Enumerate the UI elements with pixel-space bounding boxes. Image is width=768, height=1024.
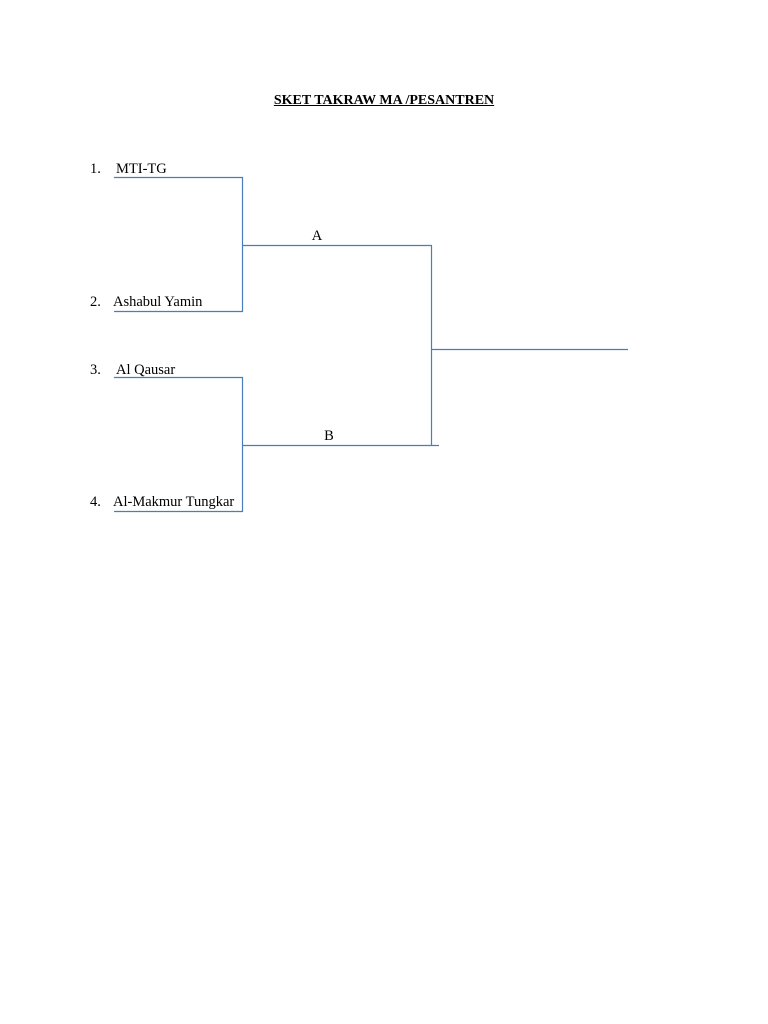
match-label-b: B [324,428,334,444]
team-name: MTI-TG [116,161,167,177]
team-number: 4. [90,494,101,510]
team-number: 1. [90,161,101,177]
bracket-team-4: 4. Al-Makmur Tungkar [90,493,234,511]
team-number: 3. [90,362,101,378]
team-name: Ashabul Yamin [113,294,203,310]
team-name: Al-Makmur Tungkar [113,494,235,510]
bracket-line-group [114,176,628,513]
team-name: Al Qausar [116,362,176,378]
bracket-team-2: 2. Ashabul Yamin [90,293,202,311]
team-number: 2. [90,294,101,310]
bracket-team-3: 3. Al Qausar [90,361,175,379]
bracket-team-1: 1. MTI-TG [90,160,167,178]
match-label-a: A [311,228,323,244]
document-title: SKET TAKRAW MA /PESANTREN [273,93,495,108]
